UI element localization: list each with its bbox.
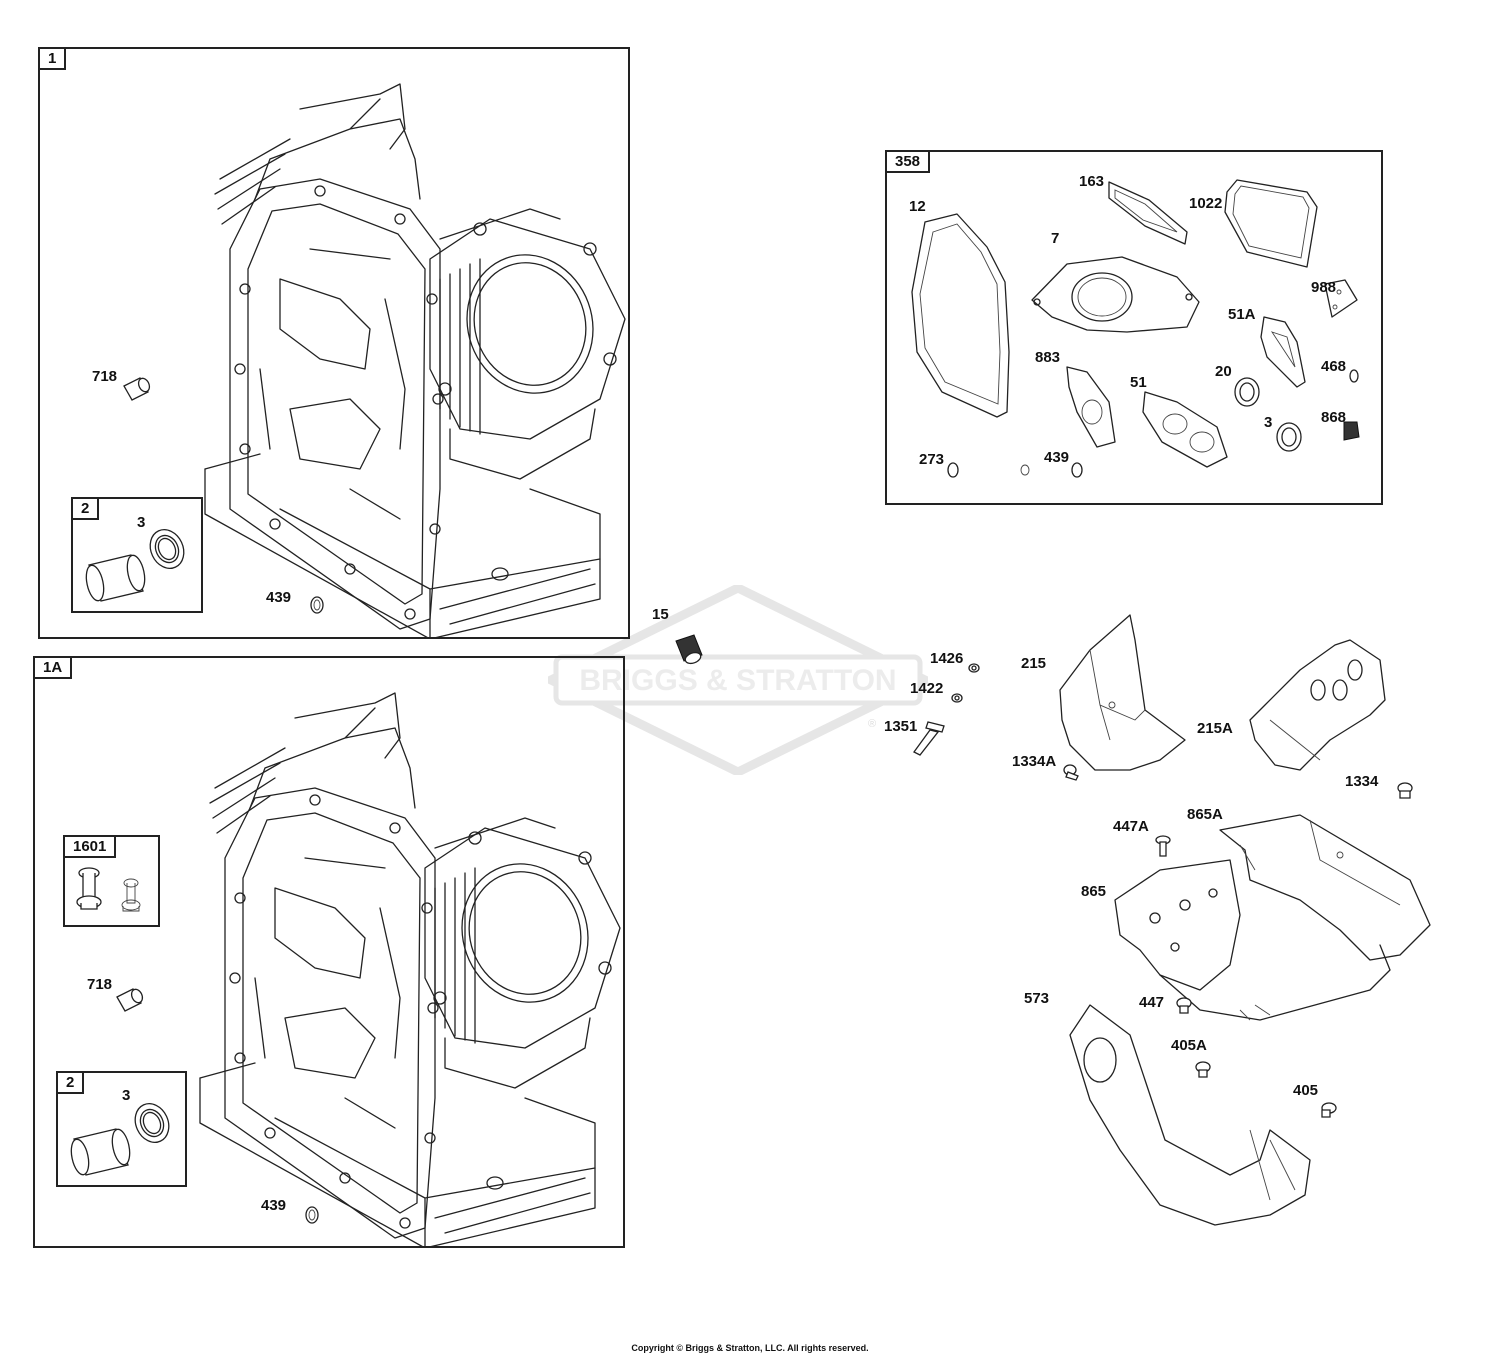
subgroup-2-tag-1a: 2 <box>56 1071 85 1094</box>
label-1351: 1351 <box>884 718 918 735</box>
label-273: 273 <box>919 451 945 468</box>
label-883: 883 <box>1035 349 1061 366</box>
bolt-set-drawing <box>76 867 141 912</box>
group-1-subgroup-2-box: 2 3 <box>71 497 203 613</box>
crankcase-cylinder-drawing-1a <box>199 692 621 1248</box>
label-447: 447 <box>1139 994 1165 1011</box>
o-ring-439-1a <box>305 1206 319 1224</box>
group-1-box: 1 <box>38 47 630 639</box>
label-405a: 405A <box>1171 1037 1207 1054</box>
label-439-358: 439 <box>1044 449 1070 466</box>
subgroup-2-tag: 2 <box>71 497 100 520</box>
bearing-and-seal-drawing <box>85 529 185 602</box>
label-447a: 447A <box>1113 818 1149 835</box>
group-358-tag: 358 <box>885 150 931 173</box>
group-358-box: 358 <box>885 150 1383 505</box>
label-988: 988 <box>1311 279 1337 296</box>
label-3-358: 3 <box>1264 414 1273 431</box>
dowel-pin-718 <box>123 377 151 401</box>
label-865: 865 <box>1081 883 1107 900</box>
label-718: 718 <box>92 368 118 385</box>
group-1a-tag: 1A <box>33 656 73 679</box>
label-439-1a: 439 <box>261 1197 287 1214</box>
dowel-pin-718-1a <box>116 988 144 1012</box>
label-3-1a: 3 <box>122 1087 131 1104</box>
label-718-1a: 718 <box>87 976 113 993</box>
label-1022: 1022 <box>1189 195 1223 212</box>
label-573: 573 <box>1024 990 1050 1007</box>
watermark-brand-text: BRIGGS & STRATTON <box>579 664 896 697</box>
label-15: 15 <box>652 606 669 623</box>
label-468: 468 <box>1321 358 1347 375</box>
group-1a-subgroup-1601-box: 1601 <box>63 835 160 927</box>
group-1a-subgroup-2-box: 2 3 <box>56 1071 187 1187</box>
label-405: 405 <box>1293 1082 1319 1099</box>
brand-watermark-logo: BRIGGS & STRATTON ® <box>548 585 928 775</box>
label-12: 12 <box>909 198 926 215</box>
label-1334: 1334 <box>1345 773 1379 790</box>
group-1-tag: 1 <box>38 47 67 70</box>
label-215a: 215A <box>1197 720 1233 737</box>
label-865a: 865A <box>1187 806 1223 823</box>
copyright-notice: Copyright © Briggs & Stratton, LLC. All … <box>631 1343 869 1353</box>
watermark-registered-mark: ® <box>868 718 876 730</box>
group-1a-box: 1A <box>33 656 625 1248</box>
label-3: 3 <box>137 514 146 531</box>
label-1334a: 1334A <box>1012 753 1057 770</box>
label-51: 51 <box>1130 374 1147 391</box>
label-215: 215 <box>1021 655 1047 672</box>
subgroup-1601-tag: 1601 <box>63 835 117 858</box>
gasket-set-drawing <box>911 179 1360 478</box>
label-20: 20 <box>1215 363 1232 380</box>
label-163: 163 <box>1079 173 1105 190</box>
label-1426: 1426 <box>930 650 964 667</box>
label-1422: 1422 <box>910 680 944 697</box>
bearing-and-seal-drawing-1a <box>70 1103 170 1176</box>
label-868: 868 <box>1321 409 1347 426</box>
label-51a: 51A <box>1228 306 1256 323</box>
o-ring-439 <box>310 596 324 614</box>
crankcase-cylinder-drawing <box>204 83 626 639</box>
label-439: 439 <box>266 589 292 606</box>
label-7: 7 <box>1051 230 1060 247</box>
